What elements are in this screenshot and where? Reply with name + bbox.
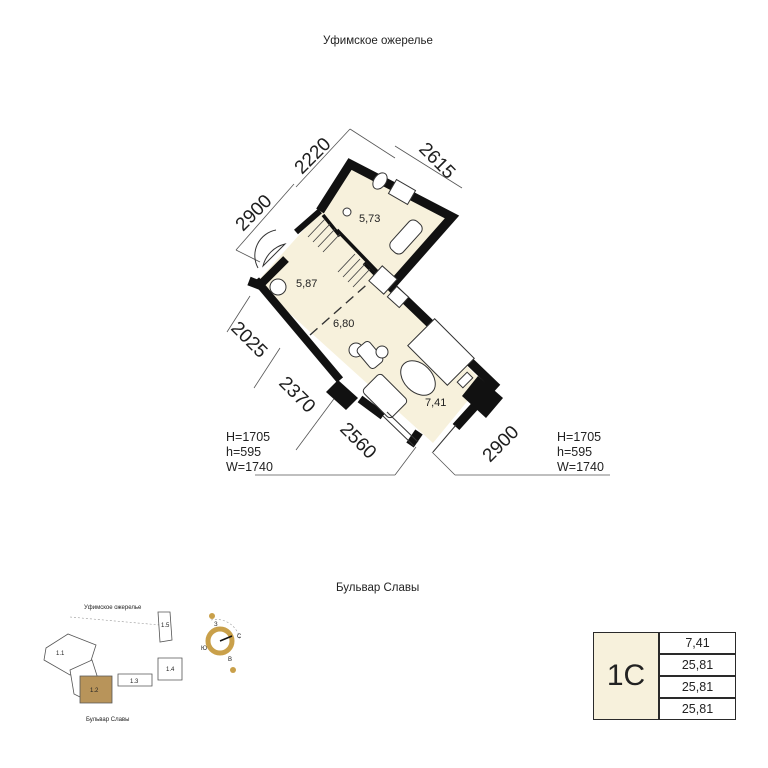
apartment-legend: 1С 7,41 25,81 25,81 25,81: [593, 632, 736, 720]
room-area-bathroom: 5,73: [359, 213, 380, 225]
sink-icon: [386, 285, 410, 309]
dimension-label: 2025: [226, 318, 271, 363]
balcony-glazing: [382, 411, 457, 453]
dimension-label: 2370: [274, 373, 319, 418]
legend-value: 25,81: [659, 698, 736, 720]
zone-divider: [309, 279, 373, 336]
sink-icon: [387, 178, 417, 206]
bed-icon: [407, 318, 475, 386]
bathtub-icon: [389, 219, 423, 255]
room-area-hall: 5,87: [296, 278, 317, 290]
dimension-lines: [226, 128, 610, 476]
legend-value: 25,81: [659, 654, 736, 676]
dimension-label: 2900: [232, 191, 277, 236]
door-arc: [254, 229, 277, 269]
living-furniture: [362, 318, 475, 419]
compass-west: З: [214, 622, 218, 628]
shelf-icon: [456, 371, 474, 389]
dimension-label: 2900: [479, 422, 524, 467]
entrance-door: [262, 243, 287, 268]
dimension-label: 2560: [335, 419, 380, 464]
apartment-type: 1С: [593, 632, 659, 720]
compass-icon: [205, 626, 235, 656]
washing-machine-icon: [269, 278, 287, 296]
window-note-right: H=1705 h=595 W=1740: [557, 430, 604, 474]
toilet-icon: [372, 172, 388, 190]
room-area-kitchen: 6,80: [333, 318, 354, 330]
sofa-icon: [362, 373, 408, 419]
rug-icon: [400, 360, 436, 396]
dimension-label: 2220: [291, 134, 336, 179]
window-note-left: H=1705 h=595 W=1740: [226, 430, 273, 474]
svg-text:1.4: 1.4: [166, 667, 175, 673]
street-label-top: Уфимское ожерелье: [323, 35, 433, 47]
legend-value: 7,41: [659, 632, 736, 654]
svg-text:1.1: 1.1: [56, 651, 65, 657]
kitchen-fixtures: [348, 265, 410, 369]
site-street-bottom: Бульвар Славы: [86, 717, 129, 723]
site-plan: Уфимское ожерелье Бульвар Славы 1.1 1.2 …: [43, 605, 242, 723]
compass-north: С: [237, 634, 242, 640]
chair-icon: [375, 345, 389, 359]
dimension-label: 2615: [414, 139, 459, 184]
compass-south: Ю: [201, 646, 207, 652]
street-label-bottom: Бульвар Славы: [336, 582, 420, 594]
room-area-living: 7,41: [425, 397, 446, 409]
site-building-highlight: [79, 675, 113, 704]
drain-icon: [342, 207, 352, 217]
stove-icon: [368, 265, 398, 295]
svg-text:1.3: 1.3: [130, 679, 139, 685]
site-street-top: Уфимское ожерелье: [84, 605, 142, 611]
bathroom-fixtures: [342, 172, 423, 255]
legend-value: 25,81: [659, 676, 736, 698]
svg-text:1.5: 1.5: [161, 623, 170, 629]
compass-east: В: [228, 657, 232, 663]
wall-pillar: [326, 380, 358, 410]
svg-text:1.2: 1.2: [90, 688, 99, 694]
wall-pillar: [462, 376, 503, 418]
closet-shelves: [307, 218, 371, 288]
